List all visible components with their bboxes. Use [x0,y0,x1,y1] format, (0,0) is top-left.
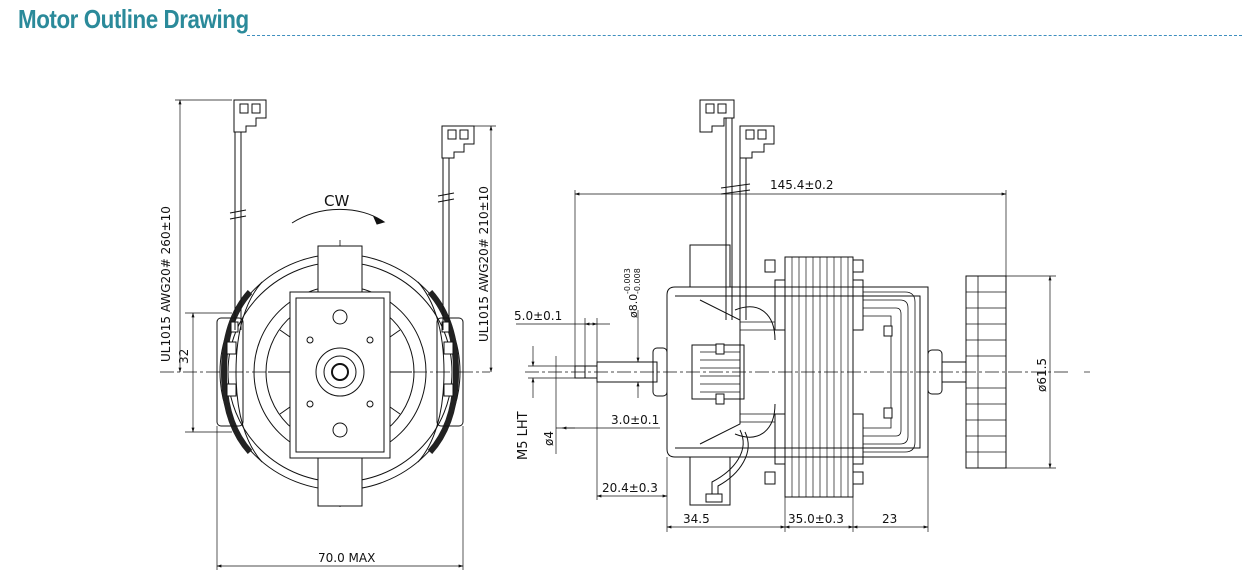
rotation-label: CW [324,192,349,210]
fan-dia-label: ø61.5 [1035,358,1049,392]
shaft-dia-tolerance-lower: -0.008 [633,268,642,294]
lead-right-label: UL1015 AWG20# 210±10 [477,186,491,342]
shaft-extension-label: 20.4±0.3 [602,481,658,495]
shaft-thread-label: M5 LHT [516,411,531,460]
page-title: Motor Outline Drawing [18,4,249,34]
shaft-flat-label: 3.0±0.1 [611,413,659,427]
front-view [160,99,496,570]
shaft-step-label: 5.0±0.1 [514,309,562,323]
overall-length-label: 145.4±0.2 [770,178,834,192]
overall-width-label: 70.0 MAX [318,551,375,565]
motor-drawing: CW UL1015 AWG20# 260±10 UL1015 AWG20# 21… [159,99,1090,570]
body-a-label: 34.5 [683,512,710,526]
title-divider [247,35,1242,36]
body-c-label: 23 [882,512,897,526]
body-b-label: 35.0±0.3 [788,512,844,526]
shaft-dia-label: ø4 [542,431,556,446]
side-view [516,99,1090,532]
mount-spacing-label: 32 [177,349,191,364]
header: Motor Outline Drawing [0,0,1246,40]
shaft-dia-tolerance-dia: ø8.0 [627,294,640,318]
lead-left-label: UL1015 AWG20# 260±10 [159,206,173,362]
shaft-dia-tolerance-upper: -0.003 [623,268,632,294]
